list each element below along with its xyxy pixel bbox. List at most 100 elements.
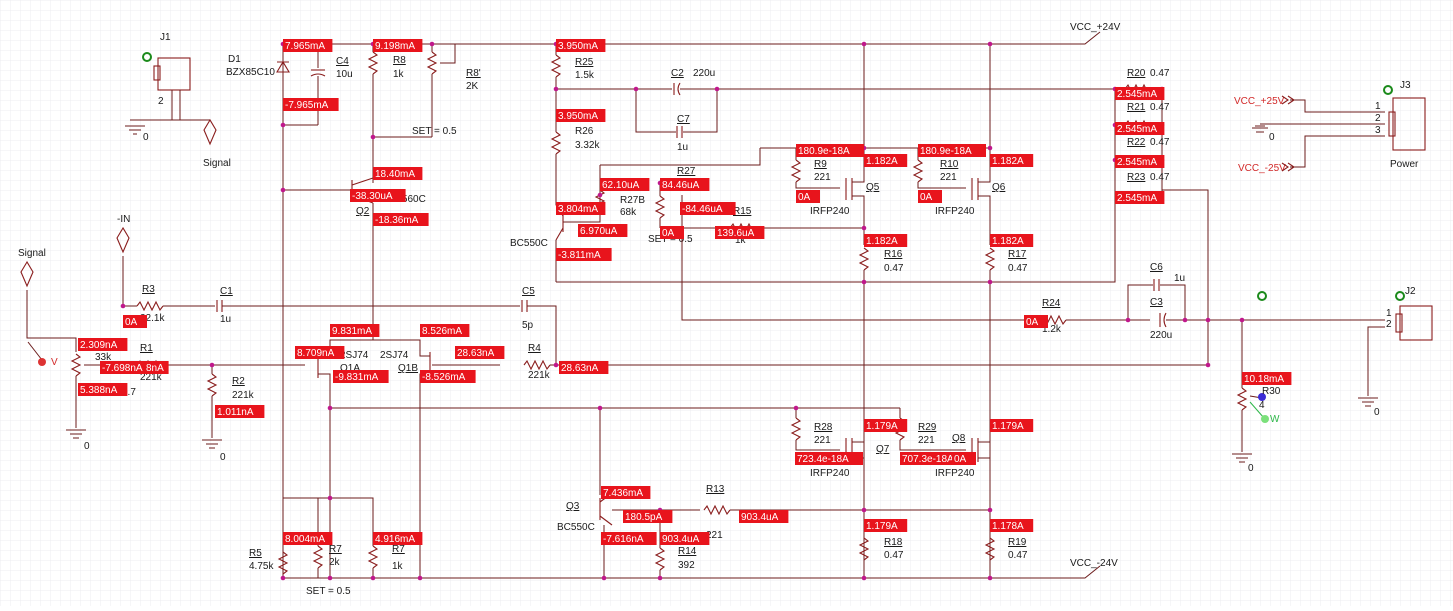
probe-flag-background bbox=[556, 39, 606, 52]
current-probe-flag[interactable]: -7.965mA bbox=[283, 98, 339, 111]
r19-resistor[interactable]: R19 0.47 bbox=[984, 537, 1028, 561]
current-probe-flag[interactable]: 0A bbox=[123, 315, 147, 328]
current-probe-flag[interactable]: 6.970uA bbox=[578, 224, 628, 237]
current-probe-flag[interactable]: 3.804mA bbox=[556, 202, 606, 215]
voltage-probe-icon[interactable] bbox=[38, 358, 46, 366]
current-probe-flag[interactable]: 1.182A bbox=[990, 154, 1034, 167]
current-probe-flag[interactable]: -8.526mA bbox=[420, 370, 476, 383]
current-probe-flag[interactable]: 903.4uA bbox=[739, 510, 789, 523]
probe-value: -84.46uA bbox=[682, 204, 723, 215]
probe-flag-background bbox=[1242, 372, 1292, 385]
j2-output-connector[interactable]: J2 1 2 0 bbox=[1257, 286, 1433, 418]
current-probe-flag[interactable]: 9.831mA bbox=[330, 324, 380, 337]
current-probe-flag[interactable]: 723.4e-18A bbox=[795, 452, 863, 465]
current-probe-flag[interactable]: 2.545mA bbox=[1115, 87, 1165, 100]
current-probe-flag[interactable]: 3.950mA bbox=[556, 109, 606, 122]
r26-resistor[interactable]: R26 3.32k bbox=[550, 126, 600, 205]
current-probe-flag[interactable]: 5.388nA bbox=[78, 383, 128, 396]
current-probe-flag[interactable]: 1.182A bbox=[864, 154, 908, 167]
current-probe-flag[interactable]: 2.309nA bbox=[78, 338, 128, 351]
q6-mosfet[interactable]: Q6 IRFP240 bbox=[935, 44, 1006, 245]
r16-ref: R16 bbox=[884, 249, 903, 260]
signal-b-port[interactable]: Signal V bbox=[18, 248, 77, 368]
r15-ref: R15 bbox=[733, 206, 752, 217]
current-probe-flag[interactable]: 0A bbox=[952, 452, 976, 465]
j3-power-connector[interactable]: J3 1 2 3 Power VCC_+25V VCC_-25V 0 bbox=[1234, 80, 1426, 174]
probe-value: 1.178A bbox=[992, 521, 1024, 532]
probe-flag-background bbox=[420, 324, 470, 337]
current-probe-flag[interactable]: 28.63nA bbox=[559, 361, 609, 374]
r27b-set: SET = 0.5 bbox=[648, 234, 693, 245]
current-probe-flag[interactable]: 9.198mA bbox=[373, 39, 423, 52]
current-probe-flag[interactable]: -38.30uA bbox=[350, 189, 406, 202]
watt-probe-icon[interactable] bbox=[1261, 415, 1269, 423]
current-probe-flag[interactable]: 8.526mA bbox=[420, 324, 470, 337]
c6-capacitor[interactable]: C6 1u bbox=[1127, 262, 1186, 320]
current-probe-flag[interactable]: 1.011nA bbox=[215, 405, 265, 418]
probe-flag-background bbox=[420, 370, 476, 383]
current-probe-flag[interactable]: 0A bbox=[1024, 315, 1048, 328]
current-probe-flag[interactable]: 7.436mA bbox=[601, 486, 651, 499]
power-probe-icon[interactable] bbox=[1258, 393, 1266, 401]
c1-capacitor[interactable]: C1 1u bbox=[216, 286, 520, 325]
current-probe-flag[interactable]: -18.36mA bbox=[373, 213, 429, 226]
current-probe-flag[interactable]: 1.182A bbox=[864, 234, 908, 247]
current-probe-flag[interactable]: 903.4uA bbox=[660, 532, 710, 545]
current-probe-flag[interactable]: -7.698nA bbox=[100, 361, 156, 374]
probe-flag-background bbox=[373, 213, 429, 226]
current-probe-flag[interactable]: 7.965mA bbox=[283, 39, 333, 52]
d1-zener[interactable]: D1 BZX85C10 bbox=[226, 44, 290, 578]
current-probe-flag[interactable]: 2.545mA bbox=[1115, 155, 1165, 168]
current-probe-flag[interactable]: 1.178A bbox=[990, 519, 1034, 532]
probe-value: 8.526mA bbox=[422, 326, 462, 337]
c2-capacitor[interactable]: C2 220u bbox=[556, 68, 1115, 96]
r7-resistor[interactable]: R7 1k bbox=[330, 497, 405, 578]
current-probe-flag[interactable]: 4.916mA bbox=[373, 532, 423, 545]
c3-capacitor[interactable]: C3 220u bbox=[1150, 297, 1385, 341]
r18-resistor[interactable]: R18 0.47 bbox=[858, 537, 904, 561]
current-probe-flag[interactable]: 10.18mA bbox=[1242, 372, 1292, 385]
current-probe-flag[interactable]: 8.004mA bbox=[283, 532, 333, 545]
current-probe-flag[interactable]: -3.811mA bbox=[556, 248, 612, 261]
current-probe-flag[interactable]: 2.545mA bbox=[1115, 122, 1165, 135]
current-probe-flag[interactable]: 1.182A bbox=[990, 234, 1034, 247]
junction-dot bbox=[1205, 362, 1211, 368]
current-probe-flag[interactable]: 0A bbox=[796, 190, 820, 203]
junction-dot bbox=[1205, 317, 1211, 323]
r4-resistor[interactable]: R4 221k bbox=[523, 343, 1208, 381]
current-probe-flag[interactable]: 1.179A bbox=[990, 419, 1034, 432]
current-probe-flag[interactable]: 139.6uA bbox=[715, 226, 765, 239]
current-probe-flag[interactable]: 28.63nA bbox=[455, 346, 505, 359]
c5-capacitor[interactable]: C5 5p bbox=[521, 286, 557, 365]
current-probe-flag[interactable]: 62.10uA bbox=[600, 178, 650, 191]
current-probe-flag[interactable]: 3.950mA bbox=[556, 39, 606, 52]
current-probe-flag[interactable]: 84.46uA bbox=[660, 178, 710, 191]
current-probe-flag[interactable]: -9.831mA bbox=[333, 370, 389, 383]
r30-load[interactable]: W R30 4 0 bbox=[1232, 320, 1281, 474]
current-probe-flag[interactable]: 8.709nA bbox=[295, 346, 345, 359]
current-probe-flag[interactable]: 180.9e-18A bbox=[796, 144, 864, 157]
current-probe-flag[interactable]: 18.40mA bbox=[373, 167, 423, 180]
r18-ref: R18 bbox=[884, 537, 903, 548]
neg-in-port[interactable]: -IN bbox=[116, 214, 130, 306]
current-probe-flag[interactable]: 2.545mA bbox=[1115, 191, 1165, 204]
probe-value: 1.182A bbox=[866, 236, 898, 247]
current-probe-flag[interactable]: 0A bbox=[918, 190, 942, 203]
j1-connector[interactable]: J1 2 Signal 0 bbox=[125, 32, 231, 169]
c7-capacitor[interactable]: C7 1u bbox=[635, 89, 718, 153]
current-probe-flag[interactable]: 180.9e-18A bbox=[918, 144, 986, 157]
current-probe-flag[interactable]: 1.179A bbox=[864, 419, 908, 432]
probe-flag-background bbox=[78, 338, 128, 351]
r3-resistor[interactable]: R3 22.1k bbox=[123, 284, 215, 324]
current-probe-flag[interactable]: 1.179A bbox=[864, 519, 908, 532]
r8p-potentiometer[interactable]: R8' 2K SET = 0.5 bbox=[373, 44, 481, 138]
current-probe-flag[interactable]: 8nA bbox=[144, 361, 169, 374]
probe-flag-background bbox=[559, 361, 609, 374]
current-probe-flag[interactable]: 707.3e-18A bbox=[900, 452, 968, 465]
current-probe-flag[interactable]: -7.616nA bbox=[601, 532, 657, 545]
current-probe-flag[interactable]: 0A bbox=[660, 226, 684, 239]
r5-resistor[interactable]: R5 4.75k bbox=[249, 497, 330, 575]
current-probe-flag[interactable]: 180.5pA bbox=[623, 510, 673, 523]
probe-flag-background bbox=[373, 39, 423, 52]
current-probe-flag[interactable]: -84.46uA bbox=[680, 202, 736, 215]
